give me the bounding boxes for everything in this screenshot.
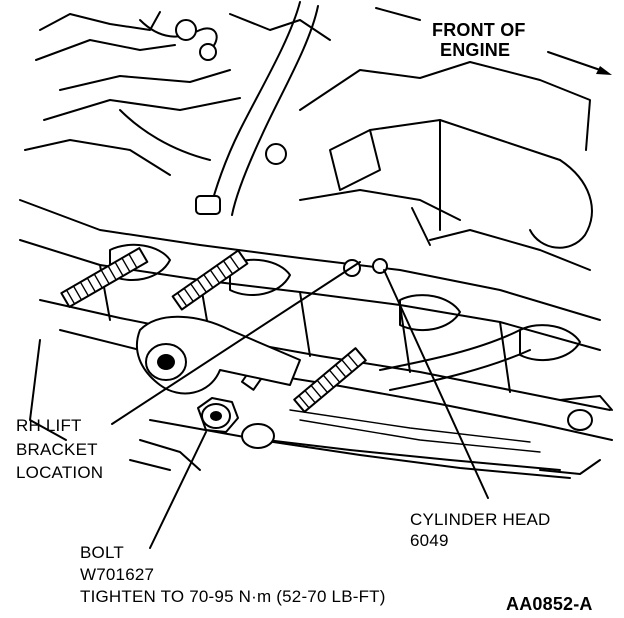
coolant-hose <box>195 1 319 216</box>
bolt-label-1: BOLT <box>80 543 124 562</box>
lower-fittings <box>129 395 613 475</box>
rh-lift-bracket-label-2: BRACKET <box>16 440 98 459</box>
upper-wiring <box>24 11 331 176</box>
bolt-torque-label: TIGHTEN TO 70-95 N·m (52-70 LB-FT) <box>80 587 386 606</box>
rh-lift-bracket-label-1: RH LIFT <box>16 416 82 435</box>
leader-lines <box>29 207 489 549</box>
front-of-engine-label-2: ENGINE <box>440 40 511 60</box>
lift-bracket-bolt <box>197 397 239 433</box>
cylinder-head-label-2: 6049 <box>410 531 449 550</box>
exhaust-ports <box>109 243 581 362</box>
intake-plenum <box>299 61 593 271</box>
front-of-engine-arrow <box>375 7 612 75</box>
cylinder-head-outline <box>19 199 613 479</box>
rh-lift-bracket-label-3: LOCATION <box>16 463 104 482</box>
right-tube <box>379 329 531 391</box>
figure-id: AA0852-A <box>506 594 593 614</box>
bolt-label-2: W701627 <box>80 565 155 584</box>
cylinder-head-label-1: CYLINDER HEAD <box>410 510 551 529</box>
front-of-engine-label-1: FRONT OF <box>432 20 526 40</box>
